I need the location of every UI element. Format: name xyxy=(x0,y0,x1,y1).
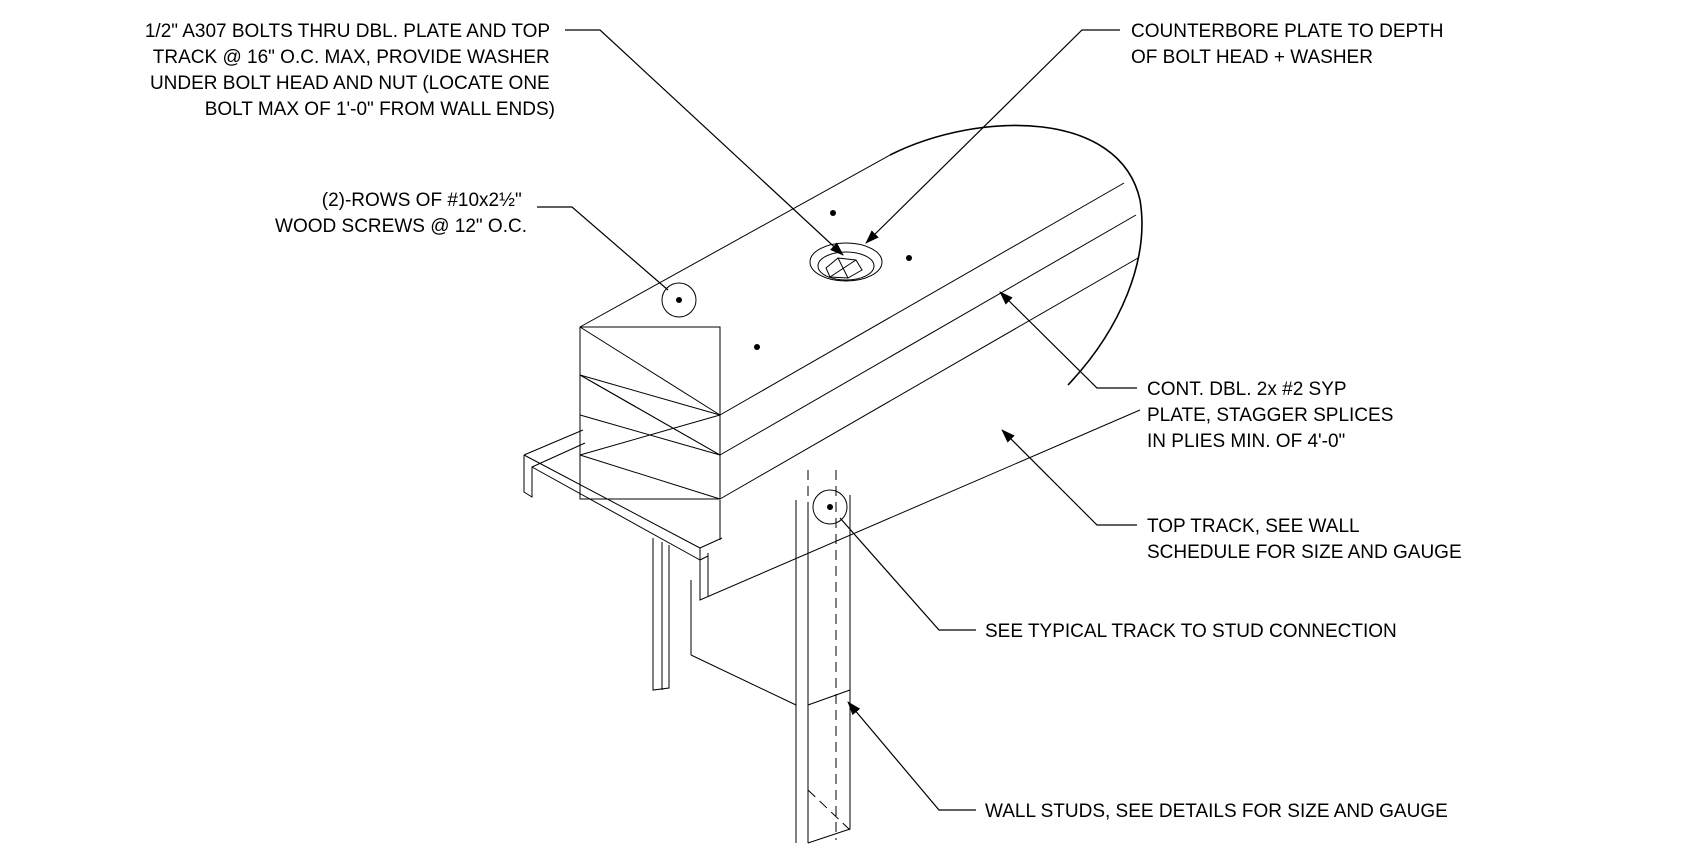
leaders xyxy=(537,29,1137,811)
bolt-hole xyxy=(809,242,883,282)
screw-callout-circle xyxy=(661,282,697,318)
note-connection: SEE TYPICAL TRACK TO STUD CONNECTION xyxy=(985,621,1397,642)
top-track xyxy=(523,409,1141,601)
connection-callout-circle xyxy=(812,489,848,525)
note-track: TOP TRACK, SEE WALL SCHEDULE FOR SIZE AN… xyxy=(1147,516,1462,563)
notes: 1/2" A307 BOLTS THRU DBL. PLATE AND TOP … xyxy=(145,21,1462,822)
wall-stud-left xyxy=(652,538,692,691)
leader-studs xyxy=(847,701,976,811)
leader-screws xyxy=(537,206,669,291)
screw-dot xyxy=(754,344,760,350)
leader-track xyxy=(1001,429,1137,526)
leader-connection xyxy=(839,517,976,631)
note-studs: WALL STUDS, SEE DETAILS FOR SIZE AND GAU… xyxy=(985,801,1448,822)
leader-plate xyxy=(999,291,1137,389)
note-plate: CONT. DBL. 2x #2 SYP PLATE, STAGGER SPLI… xyxy=(1147,379,1399,452)
screw-dot xyxy=(906,255,912,261)
screw-dot xyxy=(830,210,836,216)
leader-bolts xyxy=(565,29,844,256)
isometric-detail xyxy=(523,124,1143,844)
wall-stud-center xyxy=(690,470,851,844)
screw-dot xyxy=(676,297,682,303)
double-plate xyxy=(579,124,1143,500)
note-bolts: 1/2" A307 BOLTS THRU DBL. PLATE AND TOP … xyxy=(145,21,555,120)
note-counterbore: COUNTERBORE PLATE TO DEPTH OF BOLT HEAD … xyxy=(1131,21,1449,68)
note-screws: (2)-ROWS OF #10x2½" WOOD SCREWS @ 12" O.… xyxy=(275,190,527,237)
screw-dot xyxy=(827,504,833,510)
leader-counterbore xyxy=(865,29,1120,244)
